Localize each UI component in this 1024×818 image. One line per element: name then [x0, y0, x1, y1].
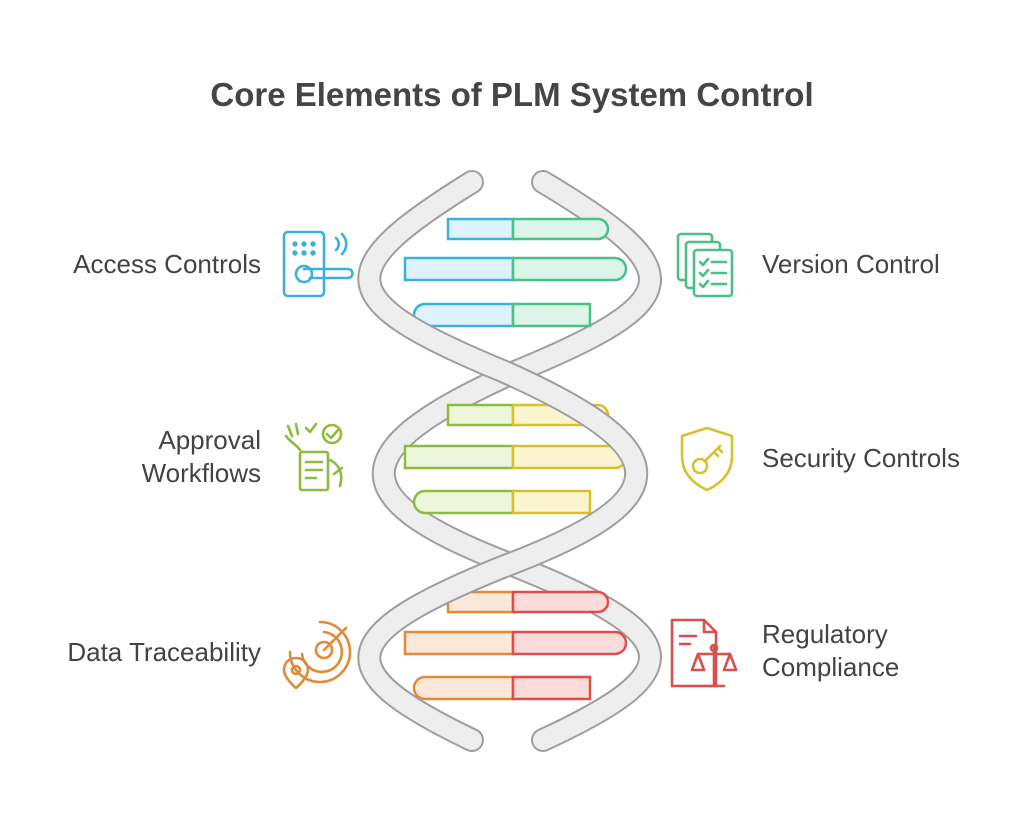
- approval-checklist-icon: [284, 422, 344, 492]
- rungs-group-1: [403, 217, 628, 328]
- label-data-traceability: Data Traceability: [67, 637, 261, 667]
- label-access-controls: Access Controls: [73, 249, 261, 279]
- label-version-control: Version Control: [762, 249, 940, 279]
- page-title: Core Elements of PLM System Control: [210, 76, 814, 113]
- shield-key-icon: [680, 426, 734, 492]
- rungs-group-3: [403, 590, 628, 701]
- location-radar-icon: [282, 620, 352, 690]
- smart-lock-icon: [282, 230, 354, 298]
- label-approval-workflows: Approval Workflows: [141, 425, 261, 488]
- legal-document-scale-icon: [670, 618, 738, 688]
- label-regulatory-compliance: Regulatory Compliance: [762, 619, 900, 682]
- document-stack-icon: [676, 232, 734, 298]
- label-security-controls: Security Controls: [762, 443, 960, 473]
